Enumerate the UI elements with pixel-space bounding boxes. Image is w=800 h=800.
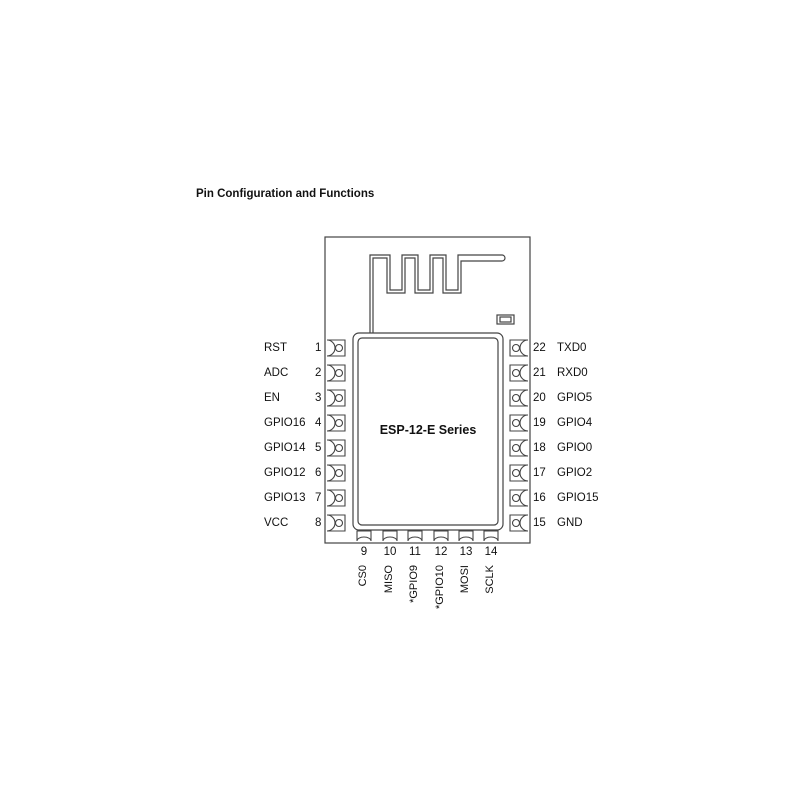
- pin-number-right: 19: [533, 417, 546, 429]
- pin-name-right: TXD0: [557, 342, 587, 354]
- pin-name-right: GPIO0: [557, 442, 593, 454]
- pin-number-right: 20: [533, 392, 546, 404]
- pin-number-left: 8: [315, 517, 322, 529]
- pin-name-left: GPIO12: [264, 467, 306, 479]
- pin-number-bottom: 10: [383, 546, 397, 558]
- pin-number-left: 5: [315, 442, 322, 454]
- pin-number-left: 3: [315, 392, 322, 404]
- pin-name-left: ADC: [264, 367, 289, 379]
- pin-name-right: RXD0: [557, 367, 588, 379]
- diagram-title: Pin Configuration and Functions: [196, 188, 375, 200]
- pin-number-right: 18: [533, 442, 546, 454]
- pin-number-bottom: 9: [360, 546, 368, 558]
- pin-name-right: GPIO4: [557, 417, 593, 429]
- pin-name-left: GPIO16: [264, 417, 306, 429]
- smd-component: [496, 314, 515, 325]
- antenna-trace: [369, 254, 502, 333]
- pin-number-bottom: 12: [434, 546, 448, 558]
- pin-name-left: RST: [264, 342, 287, 354]
- pin-name-bottom: *GPIO9: [408, 565, 420, 603]
- pin-number-bottom: 14: [484, 546, 498, 558]
- board-outline: [324, 236, 531, 544]
- pin-name-bottom: MOSI: [459, 565, 471, 594]
- pin-name-bottom: CS0: [357, 565, 369, 587]
- pin-name-right: GPIO2: [557, 467, 593, 479]
- pin-number-left: 6: [315, 467, 322, 479]
- pin-name-bottom: SCLK: [484, 565, 496, 594]
- pin-number-right: 21: [533, 367, 546, 379]
- pin-name-right: GPIO15: [557, 492, 599, 504]
- pin-number-bottom: 13: [459, 546, 473, 558]
- pin-number-right: 16: [533, 492, 546, 504]
- pin-number-right: 15: [533, 517, 546, 529]
- pin-name-right: GND: [557, 517, 583, 529]
- pin-number-left: 2: [315, 367, 322, 379]
- module-label: ESP-12-E Series: [379, 423, 477, 437]
- pin-number-bottom: 11: [409, 546, 421, 558]
- shield-can: [352, 332, 504, 531]
- pin-number-left: 7: [315, 492, 322, 504]
- pin-name-left: EN: [264, 392, 280, 404]
- pin-number-left: 4: [315, 417, 322, 429]
- pin-name-right: GPIO5: [557, 392, 593, 404]
- pin-name-left: GPIO14: [264, 442, 306, 454]
- pin-number-left: 1: [315, 342, 322, 354]
- pin-name-left: VCC: [264, 517, 289, 529]
- pin-number-right: 17: [533, 467, 546, 479]
- pin-number-right: 22: [533, 342, 546, 354]
- pin-name-bottom: *GPIO10: [434, 565, 446, 610]
- pin-name-left: GPIO13: [264, 492, 306, 504]
- pin-name-bottom: MISO: [383, 565, 395, 594]
